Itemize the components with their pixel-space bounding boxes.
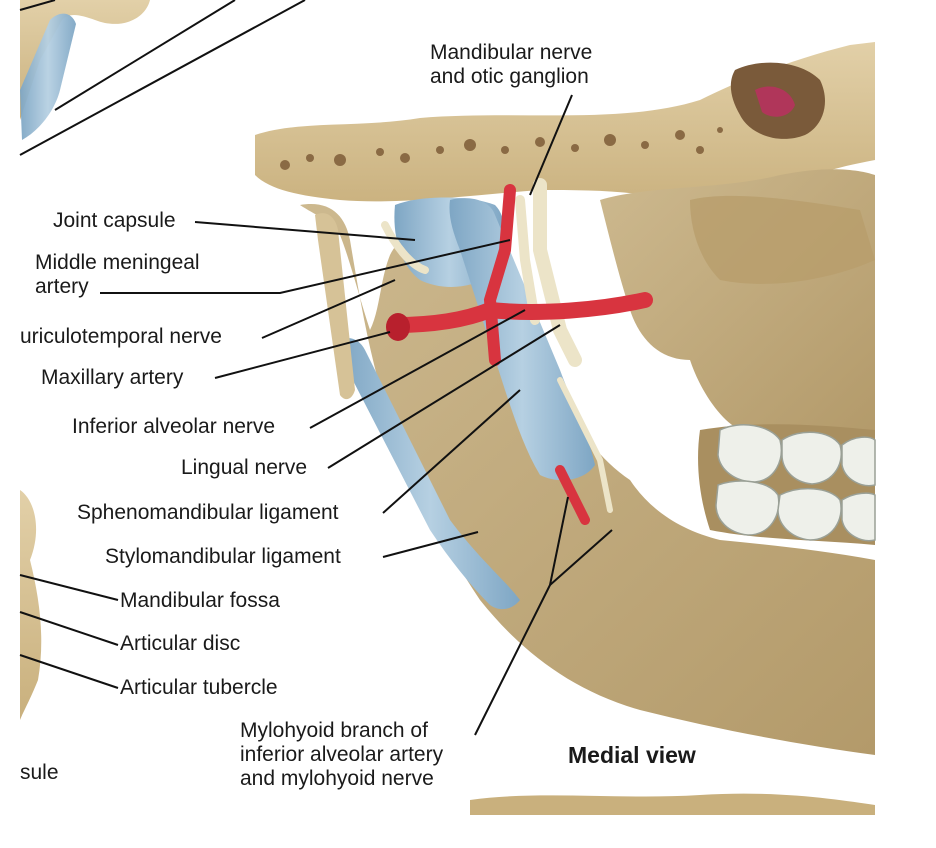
left-bone-fragment xyxy=(20,490,42,720)
label-mandibular-nerve-line2: and otic ganglion xyxy=(430,65,589,88)
upper-left-fragment xyxy=(20,0,150,140)
inferior-alveolar-leader xyxy=(309,309,526,429)
label-mylohyoid-line1: Mylohyoid branch of xyxy=(240,719,428,742)
bottom-fragment xyxy=(470,793,875,815)
label-mandibular-nerve: Mandibular nerve and otic ganglion xyxy=(430,41,592,89)
label-maxillary-artery: Maxillary artery xyxy=(41,366,184,389)
nerves xyxy=(381,178,613,513)
label-articular-disc: Articular disc xyxy=(120,632,241,655)
label-articular-tubercle: Articular tubercle xyxy=(120,676,278,699)
label-middle-meningeal-artery: Middle meningeal artery xyxy=(35,251,200,299)
auriculotemporal-leader xyxy=(261,279,396,339)
label-mandibular-fossa: Mandibular fossa xyxy=(120,589,280,612)
label-lingual-nerve: Lingual nerve xyxy=(181,456,308,479)
teeth xyxy=(715,424,876,542)
label-middle-meningeal-line2: artery xyxy=(35,275,89,298)
mandibular-nerve-leader xyxy=(529,94,573,196)
label-mylohyoid-line3: and mylohyoid nerve xyxy=(240,767,434,790)
label-joint-capsule: Joint capsule xyxy=(53,209,176,232)
label-capsule-fragment: sule xyxy=(20,761,59,784)
label-mandibular-nerve-line1: Mandibular nerve xyxy=(430,41,593,64)
middle-meningeal-leader xyxy=(100,239,511,294)
mandibular-fossa-leader xyxy=(19,574,119,601)
leader-lines xyxy=(19,0,613,736)
view-title: Medial view xyxy=(568,742,696,768)
label-auriculotemporal-nerve: uriculotemporal nerve xyxy=(20,325,222,348)
sphenomandibular-ligament-shape xyxy=(449,198,595,481)
maxillary-artery-cut-end xyxy=(386,313,410,341)
articular-tubercle-leader xyxy=(19,654,119,689)
label-stylomandibular-ligament: Stylomandibular ligament xyxy=(105,545,341,568)
label-inferior-alveolar-nerve: Inferior alveolar nerve xyxy=(72,415,276,438)
sphenomandibular-leader xyxy=(382,389,521,514)
label-sphenomandibular-ligament: Sphenomandibular ligament xyxy=(77,501,339,524)
joint-capsule-leader xyxy=(194,221,416,241)
label-mylohyoid-line2: inferior alveolar artery xyxy=(240,743,444,766)
maxilla-region xyxy=(600,169,875,440)
skull-base xyxy=(255,42,875,215)
mylohyoid-leader-b xyxy=(549,529,613,586)
stylomandibular-leader xyxy=(382,531,479,558)
maxillary-artery-leader xyxy=(214,331,391,379)
articular-disc-leader xyxy=(19,611,119,646)
stylomandibular-ligament-shape xyxy=(340,338,520,610)
arteries xyxy=(387,184,653,525)
lingual-leader xyxy=(327,324,561,469)
label-mylohyoid: Mylohyoid branch of inferior alveolar ar… xyxy=(240,719,443,791)
label-middle-meningeal-line1: Middle meningeal xyxy=(35,251,200,274)
